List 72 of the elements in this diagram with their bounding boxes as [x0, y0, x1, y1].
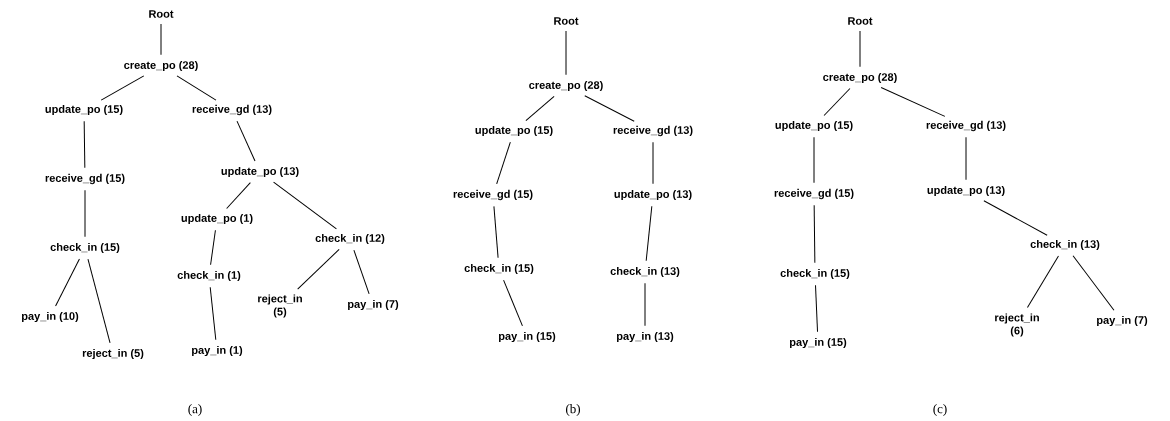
tree-node-label: receive_gd (15): [774, 188, 854, 200]
tree-node-label: check_in (15): [464, 263, 534, 275]
tree-node-label: reject_in (6): [995, 313, 1039, 337]
tree-branch-line: [645, 205, 653, 262]
tree-node-label: reject_in (5): [258, 294, 302, 318]
tree-node-label: create_po (28): [823, 72, 897, 84]
tree-node-label: receive_gd (15): [453, 189, 533, 201]
tree-branch-line: [584, 95, 635, 122]
tree-branch-line: [859, 30, 861, 68]
tree-node-label: create_po (28): [124, 60, 198, 72]
subfigure-label: (b): [566, 404, 580, 416]
subfigure-label: (c): [933, 404, 947, 416]
tree-node-label: create_po (28): [529, 80, 603, 92]
tree-node-label: update_po (13): [221, 166, 299, 178]
tree-branch-line: [160, 23, 162, 56]
tree-branch-line: [55, 258, 80, 307]
tree-branch-line: [210, 229, 216, 266]
tree-branch-line: [813, 204, 816, 264]
tree-node-label: check_in (15): [780, 268, 850, 280]
tree-branch-line: [496, 141, 511, 185]
tree-node-label: update_po (1): [181, 213, 253, 225]
tree-branch-line: [84, 189, 86, 238]
tree-branch-line: [273, 181, 337, 230]
tree-branch-line: [1072, 255, 1115, 311]
tree-node-label: update_po (15): [775, 120, 853, 132]
tree-node-label: pay_in (15): [790, 337, 847, 349]
tree-node-label: receive_gd (13): [926, 120, 1006, 132]
tree-node-label: receive_gd (13): [613, 125, 693, 137]
tree-node-label: pay_in (10): [22, 311, 79, 323]
tree-node-label: Root: [149, 10, 174, 18]
tree-node-label: pay_in (15): [499, 331, 556, 343]
tree-node-label: check_in (13): [610, 266, 680, 278]
tree-node-label: check_in (12): [315, 233, 385, 245]
tree-branch-line: [226, 182, 251, 209]
tree-branch-line: [1026, 255, 1059, 309]
tree-node-label: reject_in (5): [82, 348, 144, 360]
tree-node-label: pay_in (7): [348, 299, 399, 311]
tree-branch-line: [176, 75, 217, 101]
tree-branch-line: [525, 95, 555, 122]
tree-node-label: pay_in (7): [1097, 315, 1148, 327]
tree-branch-line: [823, 88, 851, 116]
tree-node-label: Root: [848, 17, 873, 25]
tree-node-label: pay_in (13): [617, 331, 674, 343]
tree-branch-line: [297, 248, 340, 290]
tree-branch-line: [565, 30, 567, 76]
tree-branch-line: [83, 120, 86, 169]
tree-node-label: update_po (13): [614, 189, 692, 201]
tree-branch-line: [983, 200, 1048, 236]
tree-branch-line: [493, 205, 499, 259]
tree-node-label: check_in (13): [1030, 239, 1100, 251]
tree-node-label: pay_in (1): [192, 345, 243, 357]
tree-branch-line: [87, 258, 111, 344]
tree-branch-line: [815, 284, 818, 333]
tree-node-label: update_po (15): [475, 125, 553, 137]
tree-node-label: Root: [554, 17, 579, 25]
subfigure-label: (a): [188, 404, 202, 416]
tree-node-label: receive_gd (15): [45, 173, 125, 185]
tree-branch-line: [652, 141, 654, 185]
tree-branch-line: [813, 136, 815, 184]
tree-branch-line: [209, 286, 217, 341]
tree-node-label: check_in (15): [50, 242, 120, 254]
tree-node-label: receive_gd (13): [192, 104, 272, 116]
tree-node-label: update_po (15): [45, 104, 123, 116]
tree-branch-line: [965, 136, 967, 181]
tree-node-label: update_po (13): [927, 185, 1005, 197]
tree-branch-line: [644, 282, 646, 327]
tree-branch-line: [236, 120, 256, 162]
tree-branch-line: [880, 87, 946, 117]
tree-branch-line: [353, 249, 370, 295]
tree-branch-line: [503, 279, 523, 327]
tree-branch-line: [100, 75, 145, 101]
tree-node-label: check_in (1): [177, 270, 241, 282]
